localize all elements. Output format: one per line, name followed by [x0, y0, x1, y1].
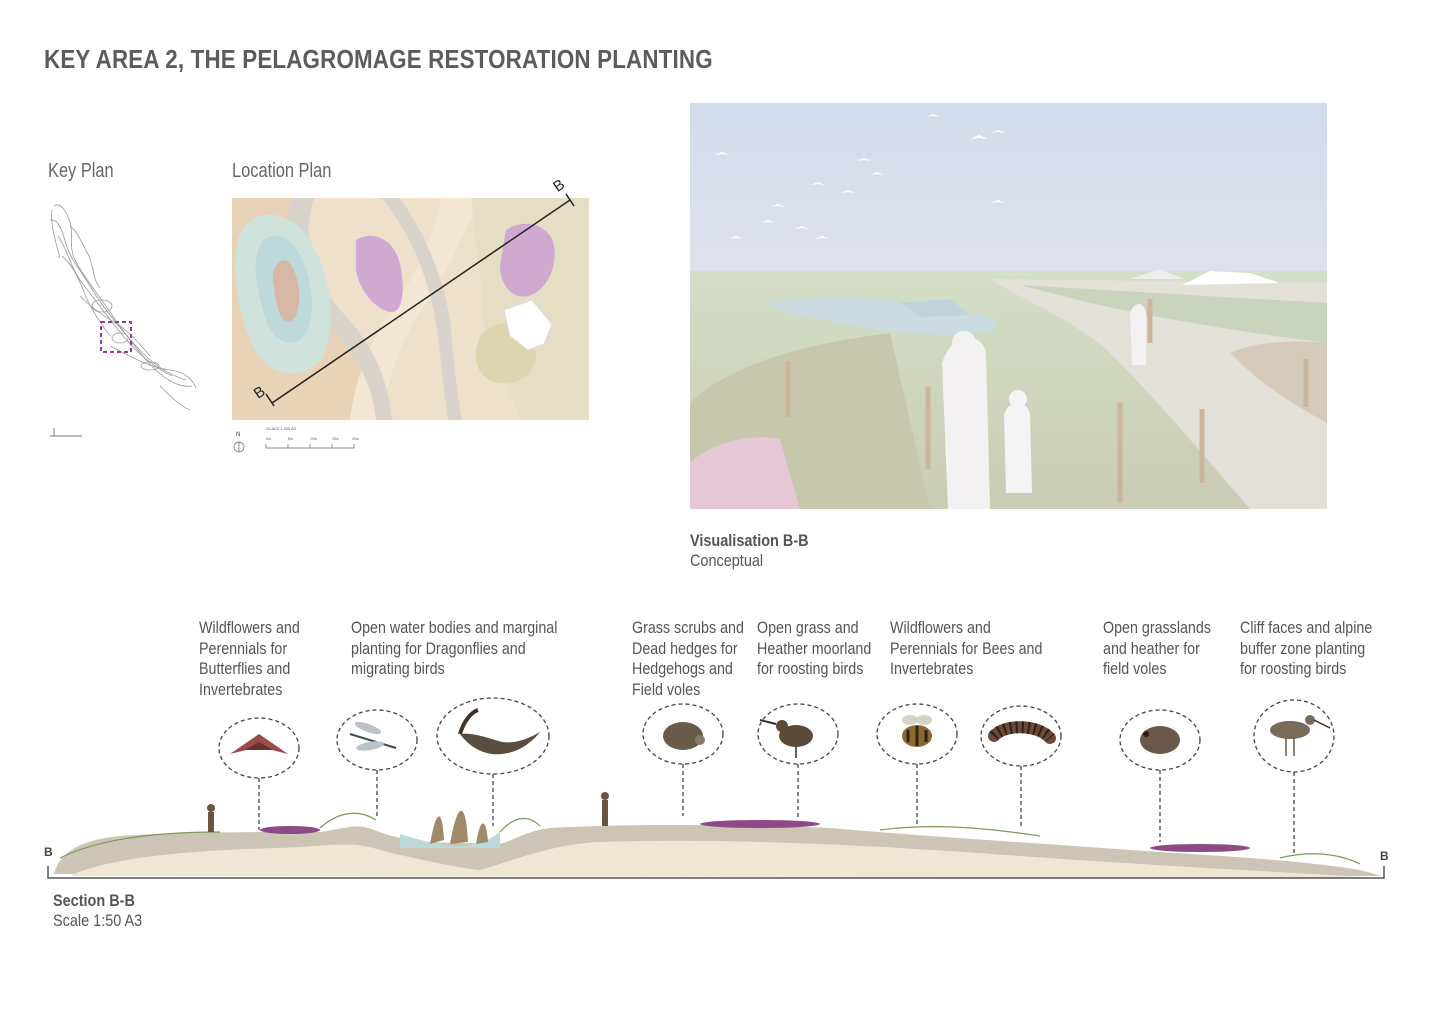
wader-icon [1270, 715, 1331, 756]
section-marker-left: B [44, 845, 53, 859]
heather-patches [260, 820, 1250, 852]
section-line-b-b [271, 199, 571, 404]
svg-text:10m: 10m [310, 437, 317, 441]
section-marker-right: B [1380, 849, 1389, 863]
svg-text:SCALE 1:200 A3: SCALE 1:200 A3 [266, 426, 297, 431]
dragonfly-icon [349, 721, 397, 751]
caterpillar-icon [988, 721, 1056, 744]
section-label-field-voles: Open grasslands and heather for field vo… [1103, 618, 1211, 678]
location-plan-heading: Location Plan [232, 160, 332, 182]
moth-icon [230, 734, 288, 754]
section-marker-end: B [550, 176, 568, 196]
visualisation-title: Visualisation B-B [690, 531, 809, 550]
key-plan-heading: Key Plan [48, 160, 114, 182]
vegetation-strip [59, 812, 1361, 865]
person-photographer [1130, 304, 1146, 365]
section-label-butterflies: Wildflowers and Perennials for Butterfli… [199, 618, 300, 699]
water-body [400, 832, 500, 848]
visualisation-subtitle: Conceptual [690, 551, 764, 570]
svg-text:0m: 0m [266, 437, 271, 441]
section-figures [207, 792, 609, 832]
goose-icon [458, 708, 540, 755]
visualisation-image [690, 103, 1327, 509]
svg-text:5m: 5m [288, 437, 293, 441]
section-drawing: B B [44, 697, 1389, 879]
location-plan-map[interactable]: B B N SCALE 1:200 A3 0m 5m 10m 15m 20m [232, 174, 594, 464]
person-child [1004, 403, 1032, 493]
svg-text:N: N [236, 432, 240, 438]
section-label-roosting-birds: Open grass and Heather moorland for roos… [757, 618, 872, 678]
section-label-dragonflies: Open water bodies and marginal planting … [351, 618, 558, 678]
vole-icon [1140, 726, 1180, 754]
fence-posts [785, 299, 1309, 503]
key-plan-area-highlight [100, 321, 132, 353]
scale-bar: SCALE 1:200 A3 0m 5m 10m 15m 20m [265, 426, 359, 449]
person-adult [942, 337, 990, 509]
sandpiper-icon [759, 719, 813, 758]
svg-text:20m: 20m [352, 437, 359, 441]
reed-clumps [430, 810, 488, 844]
section-title: Section B-B [53, 891, 135, 910]
north-arrow-icon: N [233, 432, 245, 453]
bee-icon [902, 715, 932, 747]
birds-in-sky [714, 114, 1006, 239]
page-title: KEY AREA 2, THE PELAGROMAGE RESTORATION … [44, 44, 713, 74]
section-label-bees: Wildflowers and Perennials for Bees and … [890, 618, 1043, 678]
hedgehog-icon [663, 722, 705, 750]
section-scale: Scale 1:50 A3 [53, 911, 143, 930]
section-label-hedgehogs: Grass scrubs and Dead hedges for Hedgeho… [632, 618, 744, 699]
svg-text:15m: 15m [332, 437, 339, 441]
section-label-cliff-faces: Cliff faces and alpine buffer zone plant… [1240, 618, 1373, 678]
building-footprint [503, 299, 553, 351]
key-plan-map [49, 204, 197, 437]
